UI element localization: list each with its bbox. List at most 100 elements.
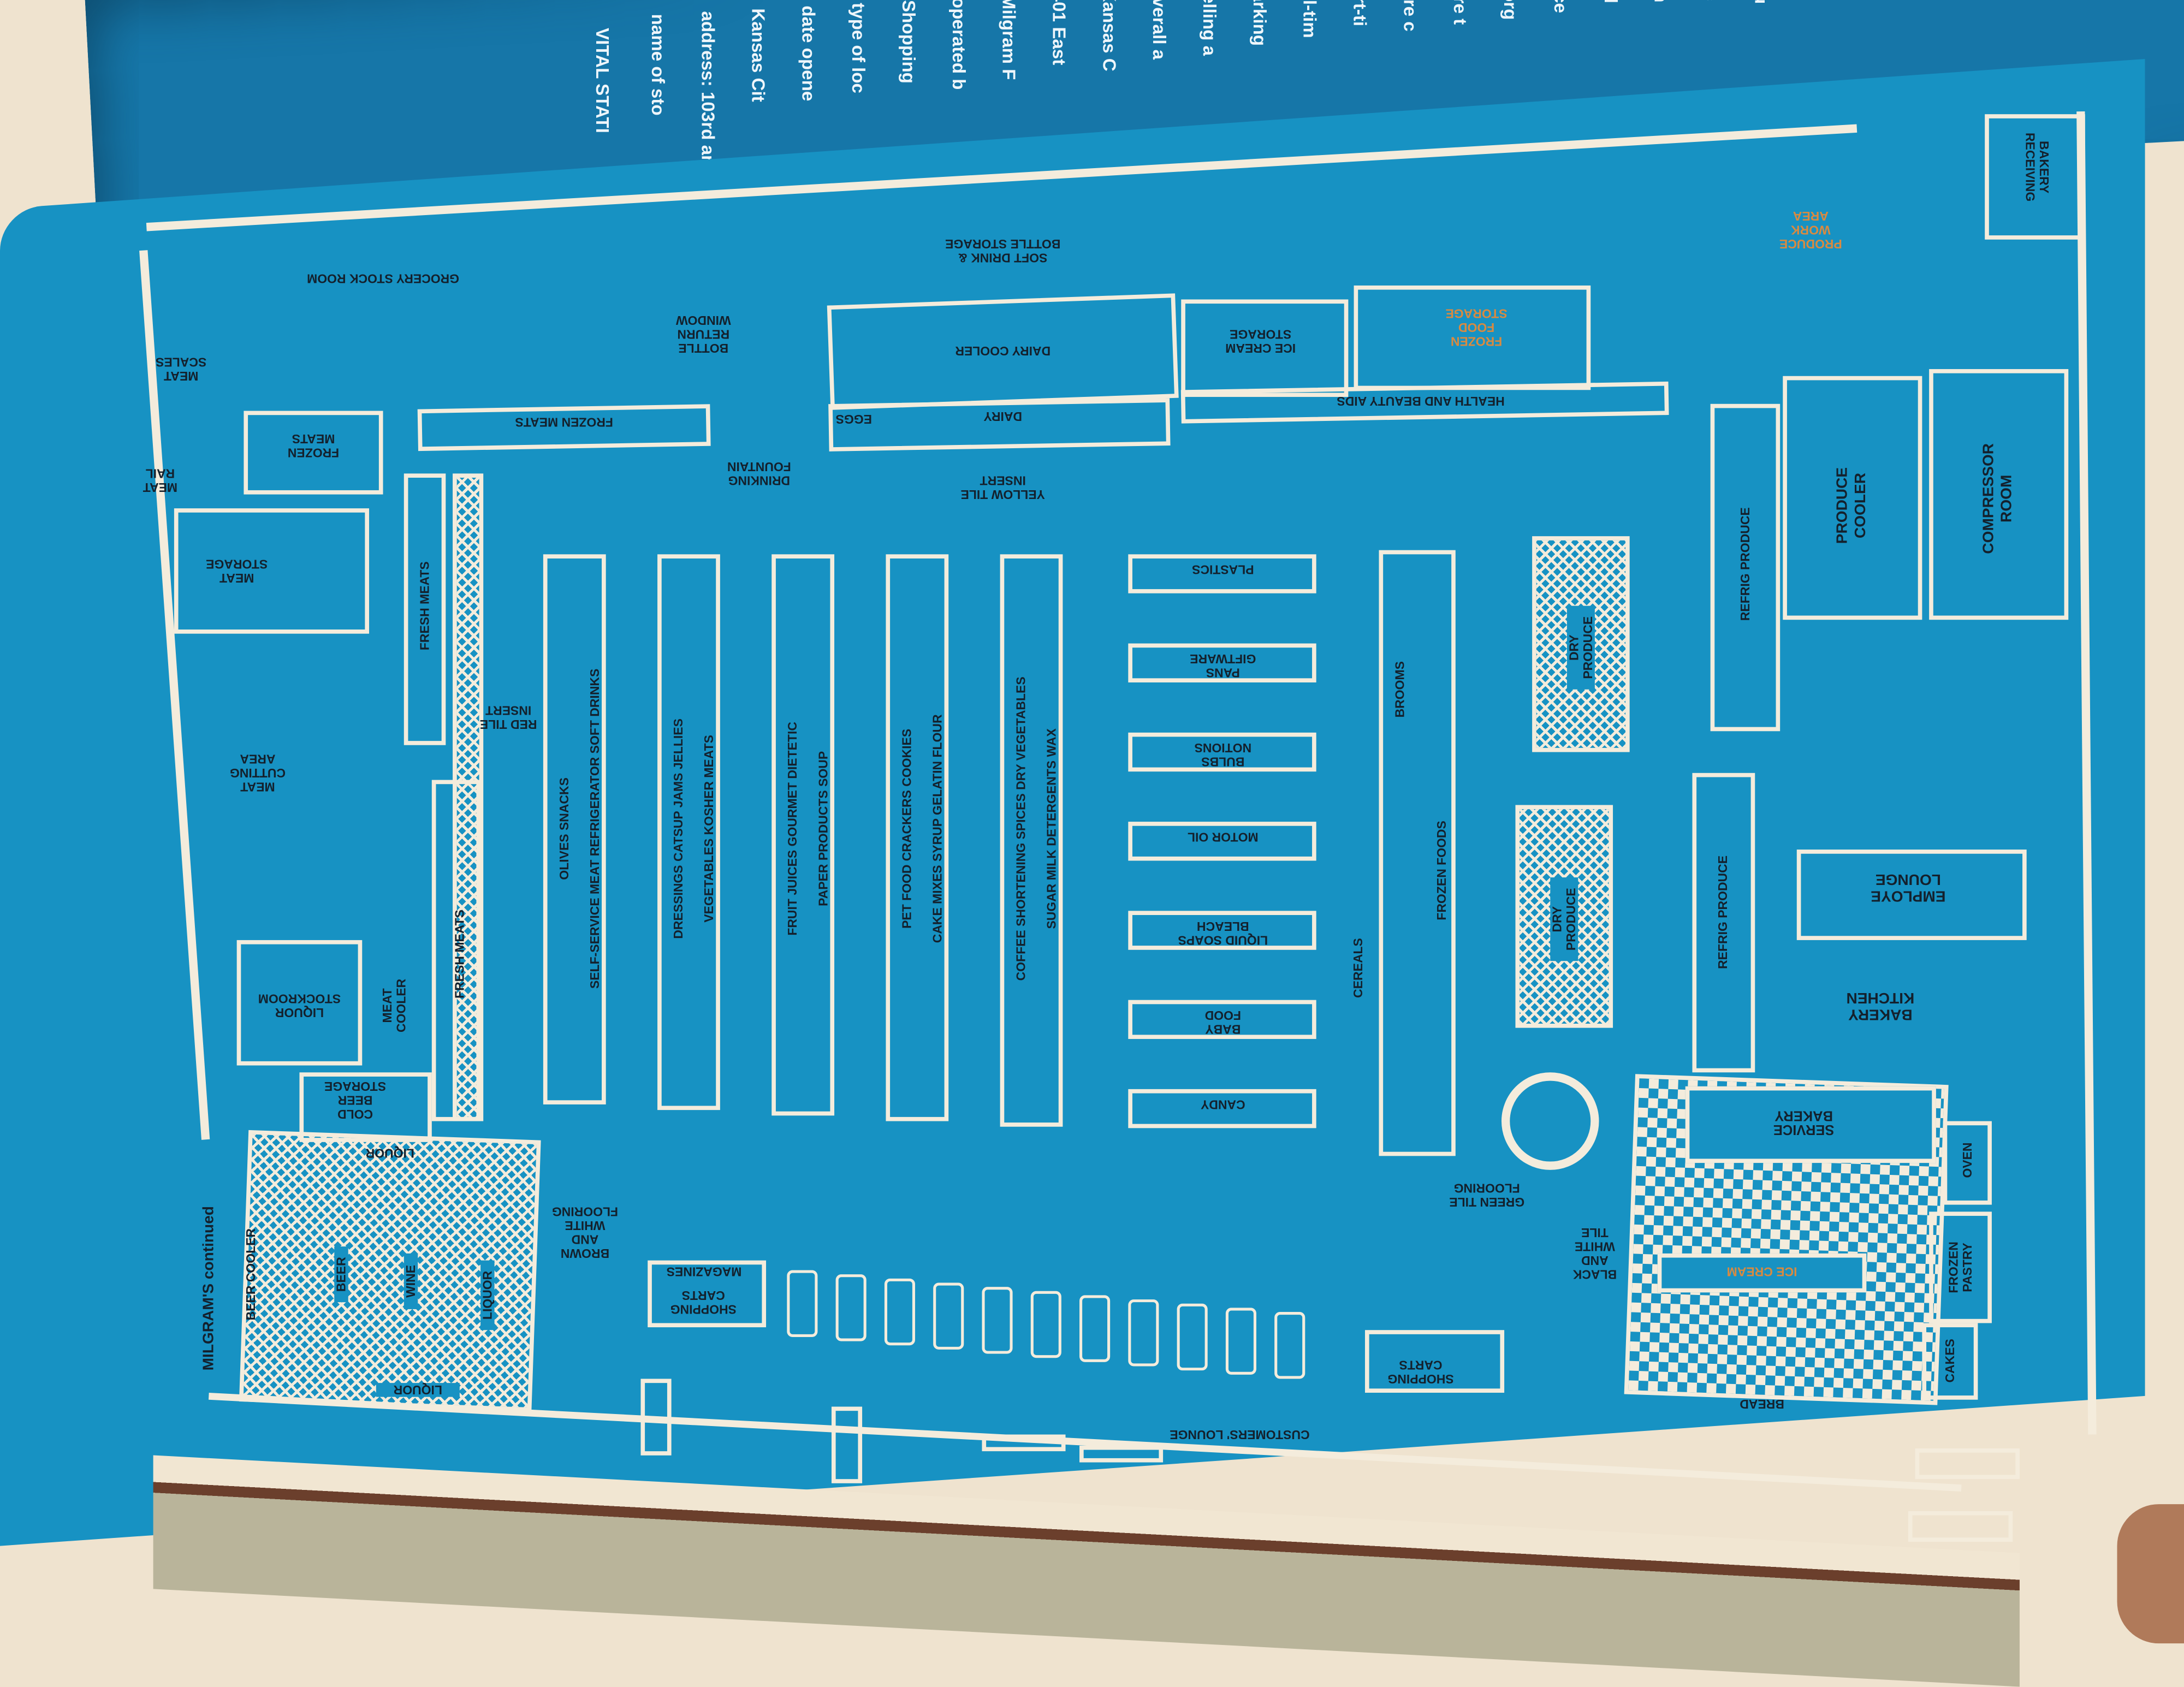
refrig-produce-1-label: REFRIG PRODUCE [1738, 507, 1753, 621]
grocery-stock-room-label: GROCERY STOCK ROOM [307, 271, 460, 286]
aisle-label: VEGETABLES KOSHER MEATS [702, 735, 716, 923]
checkout-counter [1128, 1299, 1159, 1367]
book-text-line: groce [1550, 0, 1571, 13]
soft-drink-storage-label: SOFT DRINK & BOTTLE STORAGE [945, 236, 1061, 265]
meat-storage-room [174, 508, 370, 634]
book-text-line: store t [1450, 0, 1471, 25]
service-bakery-label: SERVICE BAKERY [1773, 1107, 1835, 1137]
book-text-line: full-tim [1299, 0, 1321, 38]
wine-label: WINE [403, 1253, 418, 1309]
bakery-receiving-label: BAKERY RECEIVING [2023, 132, 2051, 202]
display-island: PANS GIFTWARE [1128, 643, 1316, 682]
book-text-line: Shopping [898, 0, 919, 84]
book-text-line: Kansas C [1099, 0, 1120, 72]
ice-cream-label: ICE CREAM [1726, 1264, 1797, 1279]
liquor-top-label: LIQUOR [365, 1146, 414, 1160]
aisle-label: PET FOOD CRACKERS COOKIES [899, 728, 914, 929]
brown-white-flooring-label: BROWN AND WHITE FLOORING [551, 1204, 619, 1261]
grocery-aisle-gondola [543, 554, 606, 1104]
entrance-door-1[interactable] [640, 1379, 672, 1456]
side-door-2[interactable] [1908, 1511, 2013, 1542]
checkout-counter [1030, 1291, 1061, 1358]
fresh-meats-1-label: FRESH MEATS [418, 561, 432, 651]
fresh-meats-case-2 [431, 780, 481, 1121]
store-floor-plan: GROCERY STOCK ROOM MEAT SCALES BOTTLE RE… [139, 111, 2097, 1542]
aisle-label: CAKE MIXES SYRUP GELATIN FLOUR [930, 714, 945, 943]
liquor-stockroom-label: LIQUOR STOCKROOM [258, 991, 341, 1020]
aisle-label: DRESSINGS CATSUP JAMS JELLIES [671, 718, 686, 939]
display-island-label: CANDY [1200, 1097, 1245, 1112]
aisle-label: PAPER PRODUCTS SOUP [816, 751, 830, 906]
checkout-counter [835, 1274, 867, 1341]
bread-label: BREAD [1740, 1397, 1784, 1411]
book-text-line: operated b [948, 0, 970, 90]
ice-cream-storage-label: ICE CREAM STORAGE [1225, 327, 1296, 355]
compressor-room [1929, 369, 2069, 620]
display-island-label: PANS GIFTWARE [1190, 651, 1256, 680]
customers-lounge-label: CUSTOMERS' LOUNGE [1170, 1427, 1310, 1442]
dry-produce-2-label: DRY PRODUCE [1550, 877, 1578, 961]
red-tile-strip [453, 473, 484, 1121]
book-text-line: displ [1600, 0, 1621, 3]
service-bakery-counter [1685, 1086, 1936, 1163]
round-display [1501, 1072, 1599, 1170]
black-white-tile-label: BLACK AND WHITE TILE [1572, 1225, 1617, 1281]
liquor-stockroom [236, 940, 363, 1066]
shopping-carts-2-label: SHOPPING CARTS [1387, 1358, 1454, 1386]
grocery-aisle-gondola [1000, 554, 1063, 1127]
refrig-produce-2-label: REFRIG PRODUCE [1716, 855, 1730, 969]
beer-label: BEER [334, 1246, 348, 1303]
book-text-line: part-ti [1349, 0, 1371, 27]
shopping-carts-2-area [1364, 1330, 1505, 1393]
drinking-fountain-label: DRINKING FOUNTAIN [727, 459, 791, 488]
lounge-bench-2 [1079, 1445, 1164, 1463]
book-text-line: 401 East [1048, 0, 1070, 66]
book-text-line: Milgram F [999, 0, 1020, 80]
checkout-counter [1177, 1303, 1208, 1371]
grocery-aisle-gondola [771, 554, 835, 1116]
checkout-counter [933, 1282, 964, 1350]
checkout-counter [884, 1278, 916, 1346]
ice-cream-storage-room [1181, 299, 1349, 397]
entrance-door-2[interactable] [831, 1406, 863, 1483]
checkout-counter [1274, 1312, 1305, 1379]
bakery-kitchen-label: BAKERY KITCHEN [1846, 989, 1915, 1023]
checkout-counter [1225, 1308, 1257, 1375]
produce-cooler-label: PRODUCE COOLER [1834, 467, 1870, 544]
eggs-label: EGGS [835, 412, 872, 426]
frozen-meats-room [244, 411, 383, 495]
checkout-counter [787, 1270, 818, 1337]
side-door-1[interactable] [1915, 1448, 2020, 1480]
magazine-rack [648, 1260, 767, 1328]
display-island-label: MOTOR OIL [1187, 830, 1259, 844]
oven-label: OVEN [1960, 1142, 1975, 1178]
produce-cooler-room [1783, 376, 1922, 620]
thumb [2117, 1504, 2184, 1644]
book-text-line: produ [1751, 0, 1772, 4]
vital-stats-heading: VITAL STATI [592, 28, 613, 133]
frozen-foods-label: FROZEN FOODS [1434, 821, 1449, 920]
frozen-pastry-label: FROZEN PASTRY [1946, 1242, 1975, 1293]
cakes-label: CAKES [1943, 1339, 1957, 1383]
dairy-case [828, 398, 1171, 452]
dairy-label: DAIRY [983, 409, 1023, 424]
display-island: LIQUID SOAPS BLEACH [1128, 911, 1316, 950]
display-island: PLASTICS [1128, 554, 1316, 593]
ice-cream-case [1657, 1253, 1867, 1293]
liquor-shelf-label: LIQUOR [480, 1260, 495, 1330]
refrig-produce-case-2 [1692, 773, 1755, 1073]
fresh-meats-2-label: FRESH MEATS [453, 910, 467, 999]
brooms-label: BROOMS [1393, 661, 1407, 718]
book-text-line: store c [1399, 0, 1421, 32]
employe-lounge-label: EMPLOYE LOUNGE [1871, 870, 1946, 904]
display-island-label: BABY FOOD [1204, 1008, 1241, 1036]
red-tile-label: RED TILE INSERT [479, 703, 537, 732]
yellow-tile-label: YELLOW TILE INSERT [960, 473, 1045, 502]
produce-work-area-label: PRODUCE WORK AREA [1779, 209, 1842, 251]
grocery-aisle-gondola [657, 554, 720, 1110]
meat-cooler-label: MEAT COOLER [380, 978, 408, 1032]
refrig-produce-case-1 [1710, 403, 1781, 732]
magazines-label: MAGAZINES [666, 1264, 742, 1279]
liquor-department [239, 1130, 541, 1412]
meat-cutting-label: MEAT CUTTING AREA [229, 752, 286, 794]
